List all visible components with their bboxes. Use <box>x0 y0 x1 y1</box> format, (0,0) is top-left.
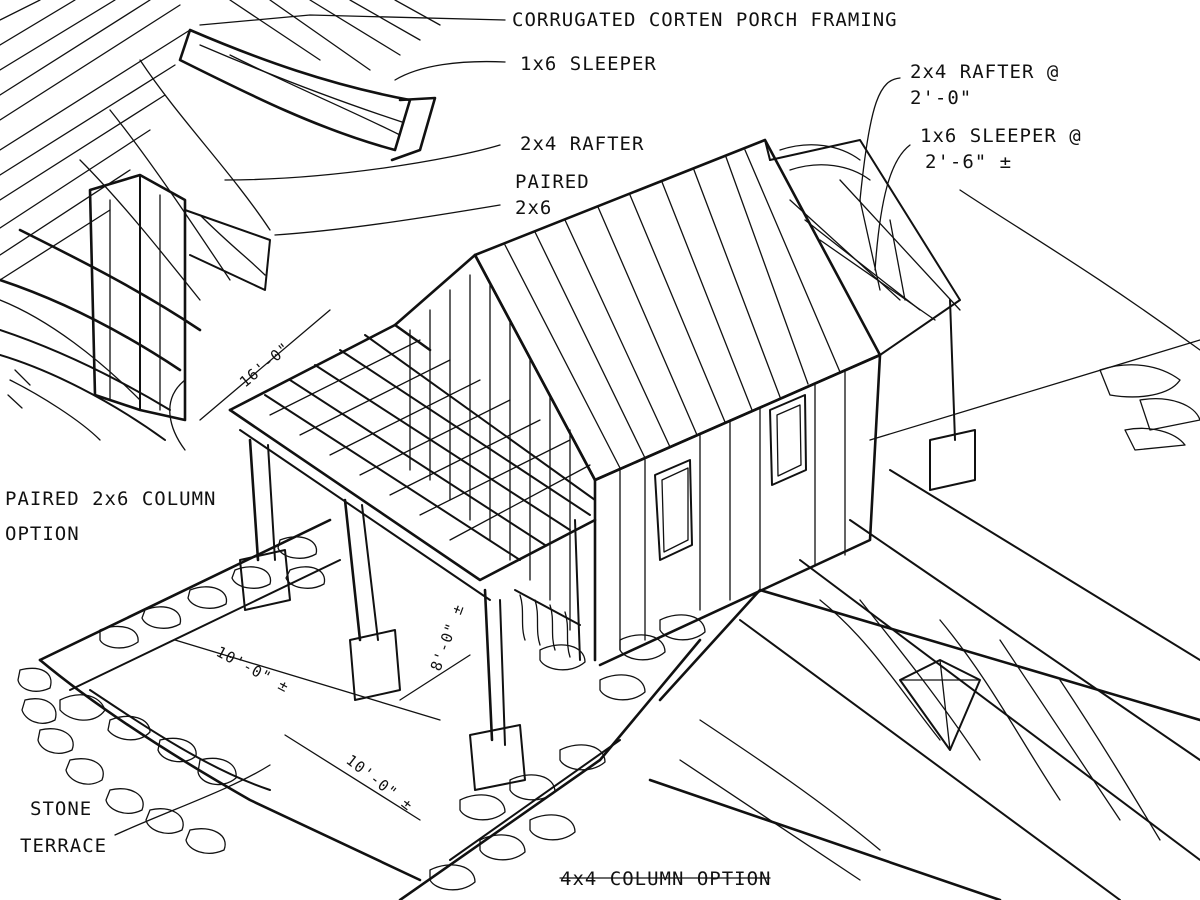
dim-terrace-depth: 10'-0" ± <box>213 643 292 697</box>
label-sleeper-right-b: 2'-6" ± <box>925 151 1012 173</box>
label-paired-column-b: OPTION <box>5 523 80 545</box>
label-stone-terrace-b: TERRACE <box>20 835 107 857</box>
label-paired-a: PAIRED <box>515 171 590 193</box>
label-paired-b: 2x6 <box>515 197 552 219</box>
label-paired-column-a: PAIRED 2x6 COLUMN <box>5 488 216 510</box>
dim-porch-length: 16'-0" <box>236 339 294 391</box>
label-rafter-right-b: 2'-0" <box>910 87 972 109</box>
label-rafter-left: 2x4 RAFTER <box>520 133 644 155</box>
decking-detail-right <box>648 364 1200 900</box>
annotation-labels: CORRUGATED CORTEN PORCH FRAMING 1x6 SLEE… <box>5 9 1082 890</box>
dim-terrace-width: 10'-0" ± <box>343 751 417 815</box>
stone-terrace <box>17 518 706 900</box>
dim-porch-height: 8'-0" ± <box>427 601 468 673</box>
cabin <box>393 138 1200 667</box>
label-sleeper-right-a: 1x6 SLEEPER @ <box>920 125 1082 147</box>
label-porch-framing: CORRUGATED CORTEN PORCH FRAMING <box>512 9 898 31</box>
front-porch <box>174 309 597 821</box>
leader-lines <box>114 14 911 879</box>
label-column-4x4: 4x4 COLUMN OPTION <box>560 868 771 890</box>
label-sleeper-top: 1x6 SLEEPER <box>520 53 657 75</box>
label-stone-terrace-a: STONE <box>30 798 92 820</box>
framing-detail-left <box>0 0 441 451</box>
label-rafter-right-a: 2x4 RAFTER @ <box>910 61 1059 83</box>
